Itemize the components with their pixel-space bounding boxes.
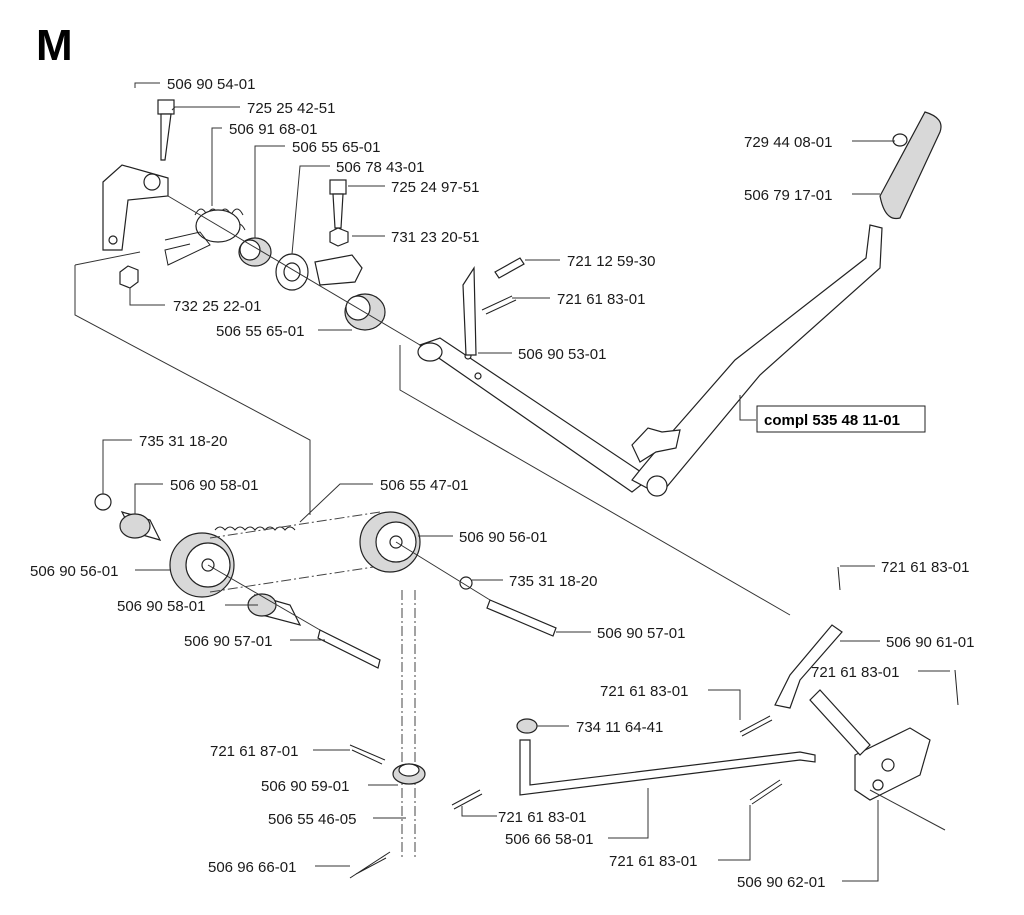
part-label-725-25-42-51: 725 25 42-51 xyxy=(247,100,335,117)
part-label-506-55-65-01-b: 506 55 65-01 xyxy=(216,323,304,340)
part-label-506-91-68-01: 506 91 68-01 xyxy=(229,121,317,138)
part-label-506-90-56-01-a: 506 90 56-01 xyxy=(459,529,547,546)
part-label-725-24-97-51: 725 24 97-51 xyxy=(391,179,479,196)
part-number-labels: 506 90 54-01 725 25 42-51 506 91 68-01 5… xyxy=(30,76,974,891)
part-label-506-55-47-01: 506 55 47-01 xyxy=(380,477,468,494)
part-label-721-61-83-01-f: 721 61 83-01 xyxy=(609,853,697,870)
part-label-729-44-08-01: 729 44 08-01 xyxy=(744,134,832,151)
part-label-721-12-59-30: 721 12 59-30 xyxy=(567,253,655,270)
pulley-belt-assembly xyxy=(94,493,557,879)
assembly-label: compl 535 48 11-01 xyxy=(764,412,900,429)
part-label-506-90-57-01-b: 506 90 57-01 xyxy=(597,625,685,642)
leader-lines xyxy=(102,82,950,882)
part-label-506-90-54-01: 506 90 54-01 xyxy=(167,76,255,93)
part-label-506-90-62-01: 506 90 62-01 xyxy=(737,874,825,891)
part-label-735-31-18-20-a: 735 31 18-20 xyxy=(139,433,227,450)
part-label-506-90-58-01-b: 506 90 58-01 xyxy=(117,598,205,615)
part-label-721-61-83-01-a: 721 61 83-01 xyxy=(557,291,645,308)
part-label-721-61-87-01: 721 61 87-01 xyxy=(210,743,298,760)
part-label-506-90-58-01-a: 506 90 58-01 xyxy=(170,477,258,494)
part-label-732-25-22-01: 732 25 22-01 xyxy=(173,298,261,315)
part-label-506-66-58-01: 506 66 58-01 xyxy=(505,831,593,848)
part-label-506-79-17-01: 506 79 17-01 xyxy=(744,187,832,204)
part-label-506-55-46-05: 506 55 46-05 xyxy=(268,811,356,828)
part-label-721-61-83-01-c: 721 61 83-01 xyxy=(811,664,899,681)
part-label-506-90-59-01: 506 90 59-01 xyxy=(261,778,349,795)
upper-shaft-assembly xyxy=(74,99,942,616)
part-label-734-11-64-41: 734 11 64-41 xyxy=(576,719,663,736)
part-label-506-96-66-01: 506 96 66-01 xyxy=(208,859,296,876)
part-label-506-90-61-01: 506 90 61-01 xyxy=(886,634,974,651)
part-label-735-31-18-20-b: 735 31 18-20 xyxy=(509,573,597,590)
part-label-506-90-57-01-a: 506 90 57-01 xyxy=(184,633,272,650)
sheet-letter: M xyxy=(36,21,73,70)
part-label-506-90-53-01: 506 90 53-01 xyxy=(518,346,606,363)
lower-linkage-assembly xyxy=(451,566,959,831)
part-label-721-61-83-01-d: 721 61 83-01 xyxy=(600,683,688,700)
part-label-721-61-83-01-e: 721 61 83-01 xyxy=(498,809,586,826)
assembly-label-box xyxy=(756,405,926,433)
part-label-506-55-65-01: 506 55 65-01 xyxy=(292,139,380,156)
part-label-721-61-83-01-b: 721 61 83-01 xyxy=(881,559,969,576)
part-label-506-78-43-01: 506 78 43-01 xyxy=(336,159,424,176)
part-label-731-23-20-51: 731 23 20-51 xyxy=(391,229,479,246)
part-label-506-90-56-01-b: 506 90 56-01 xyxy=(30,563,118,580)
